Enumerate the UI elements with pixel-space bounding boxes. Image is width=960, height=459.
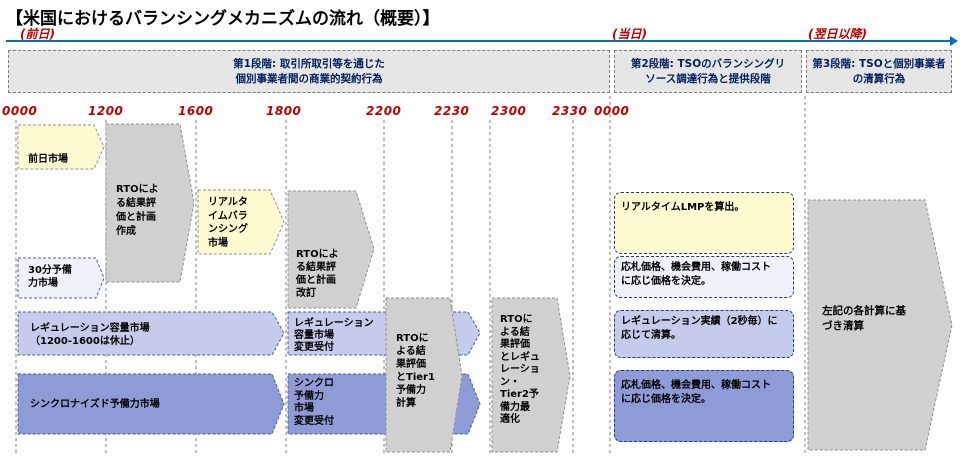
time-label-1200: 1200 xyxy=(88,104,124,118)
bid-price-2-line-2: に応じ価格を決定。 xyxy=(621,394,711,405)
synchro-change-label: シンクロ予備力市場変更受付 xyxy=(294,378,334,427)
regulation-change-label: レギュレーション容量市場変更受付 xyxy=(294,318,374,353)
day-ahead-market-label: 前日市場 xyxy=(28,154,68,165)
realtime-lmp-box: リアルタイムLMPを算出。 xyxy=(614,192,794,254)
reserve-30min-market-label: 30分予備力市場 xyxy=(28,265,72,289)
stage-1-line-2: 個別事業者間の商業的契約行為 xyxy=(235,72,383,85)
bid-price-1-line-1: 応札価格、機会費用、稼働コスト xyxy=(621,262,771,273)
day-ahead-market-arrow xyxy=(17,124,105,170)
rto-tier1-arrow xyxy=(385,297,463,453)
bid-price-box-2: 応札価格、機会費用、稼働コスト に応じ価格を決定。 xyxy=(614,370,794,442)
time-label-0000: 0000 xyxy=(2,104,38,118)
rto-tier2-label: RTOによる結果評価とレギュレーション・Tier2予備力最適化 xyxy=(500,314,540,425)
bid-price-1-line-2: に応じ価格を決定。 xyxy=(621,276,711,287)
regulation-capacity-market-label: レギュレーション容量市場（1200-1600は休止） xyxy=(30,323,150,347)
regulation-capacity-market-arrow xyxy=(17,311,285,356)
stage-1-box: 第1段階: 取引所取引等を通じた個別事業者間の商業的契約行為 xyxy=(8,50,610,93)
timeline-next-day: (翌日以降) xyxy=(808,27,867,41)
time-label-1800: 1800 xyxy=(266,104,302,118)
settlement-label: 左記の各計算に基づき清算 xyxy=(822,305,906,332)
regulation-actual-box: レギュレーション実績（2秒毎）に 応じて清算。 xyxy=(614,310,794,358)
time-label-2300: 2300 xyxy=(491,104,527,118)
timeline-prev-day: (前日) xyxy=(20,27,55,41)
stage-1-line-1: 第1段階: 取引所取引等を通じた xyxy=(233,57,385,70)
time-label-2230: 2230 xyxy=(434,104,470,118)
time-label-0000-next: 0000 xyxy=(594,104,630,118)
rto-evaluation-1-label: RTOによる結果評価と計画作成 xyxy=(116,184,159,237)
settlement-arrow xyxy=(807,199,953,451)
realtime-lmp-text: リアルタイムLMPを算出。 xyxy=(621,202,745,213)
stage-3-box: 第3段階: TSOと個別事業者の清算行為 xyxy=(806,50,952,93)
stage-2-box: 第2段階: TSOのバランシングリソース調達行為と提供段階 xyxy=(614,50,802,93)
stage-2-line-1: 第2段階: TSOのバランシングリ xyxy=(630,57,786,70)
time-label-1600: 1600 xyxy=(178,104,214,118)
realtime-balancing-market-label: リアルタイムバランシング市場 xyxy=(208,197,248,249)
synchronized-reserve-market-arrow xyxy=(17,373,285,435)
stage-2-line-2: ソース調達行為と提供段階 xyxy=(645,72,771,85)
regulation-actual-line-2: 応じて清算。 xyxy=(621,330,681,341)
realtime-balancing-market-arrow xyxy=(197,189,285,255)
synchronized-reserve-market-label: シンクロナイズド予備力市場 xyxy=(30,399,160,410)
reserve-30min-market-arrow xyxy=(17,257,105,299)
time-label-2200: 2200 xyxy=(366,104,402,118)
rto-evaluation-1-arrow xyxy=(105,123,195,283)
timeline-arrowhead xyxy=(950,36,958,46)
bid-price-box-1: 応札価格、機会費用、稼働コスト に応じ価格を決定。 xyxy=(614,256,794,298)
stage-3-line-2: の清算行為 xyxy=(852,72,906,85)
page-title: 【米国におけるバランシングメカニズムの流れ（概要）】 xyxy=(6,9,440,29)
rto-tier2-arrow xyxy=(491,297,571,453)
rto-evaluation-2-arrow xyxy=(287,190,375,309)
timeline-today: (当日) xyxy=(612,27,647,41)
rto-evaluation-2-label: RTOによる結果評価と計画改訂 xyxy=(296,249,339,299)
stage-3-line-1: 第3段階: TSOと個別事業者 xyxy=(812,57,946,70)
regulation-actual-line-1: レギュレーション実績（2秒毎）に xyxy=(621,316,778,327)
time-label-2330: 2330 xyxy=(552,104,588,118)
bid-price-2-line-1: 応札価格、機会費用、稼働コスト xyxy=(621,380,771,391)
